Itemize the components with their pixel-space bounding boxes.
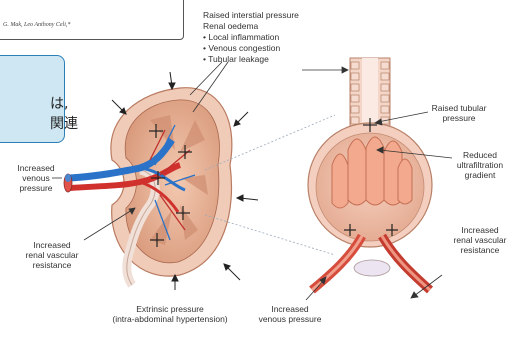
raised-tubular-pressure-label: Raised tubular pressure bbox=[424, 103, 494, 123]
cause-item: • Tubular leakage bbox=[203, 54, 269, 64]
right-vascular-resistance-label: Increased renal vascular resistance bbox=[440, 225, 520, 255]
left-vascular-resistance-label: Increased renal vascular resistance bbox=[20, 240, 84, 270]
renal-oedema-label: Renal oedema bbox=[203, 21, 258, 31]
left-venous-pressure-label: Increased venous pressure bbox=[14, 163, 58, 193]
cause-item: • Venous congestion bbox=[203, 43, 280, 53]
reduced-ultrafiltration-label: Reduced ultrafiltration gradient bbox=[440, 150, 520, 180]
glomerulus bbox=[308, 58, 432, 290]
bottom-venous-pressure-label: Increased venous pressure bbox=[250, 304, 330, 324]
cause-item: • Local inflammation bbox=[203, 32, 279, 42]
extrinsic-pressure-label: Extrinsic pressure (intra-abdominal hype… bbox=[95, 304, 245, 324]
kidney bbox=[64, 88, 232, 285]
interstitial-pressure-title: Raised interstial pressure bbox=[203, 10, 299, 20]
